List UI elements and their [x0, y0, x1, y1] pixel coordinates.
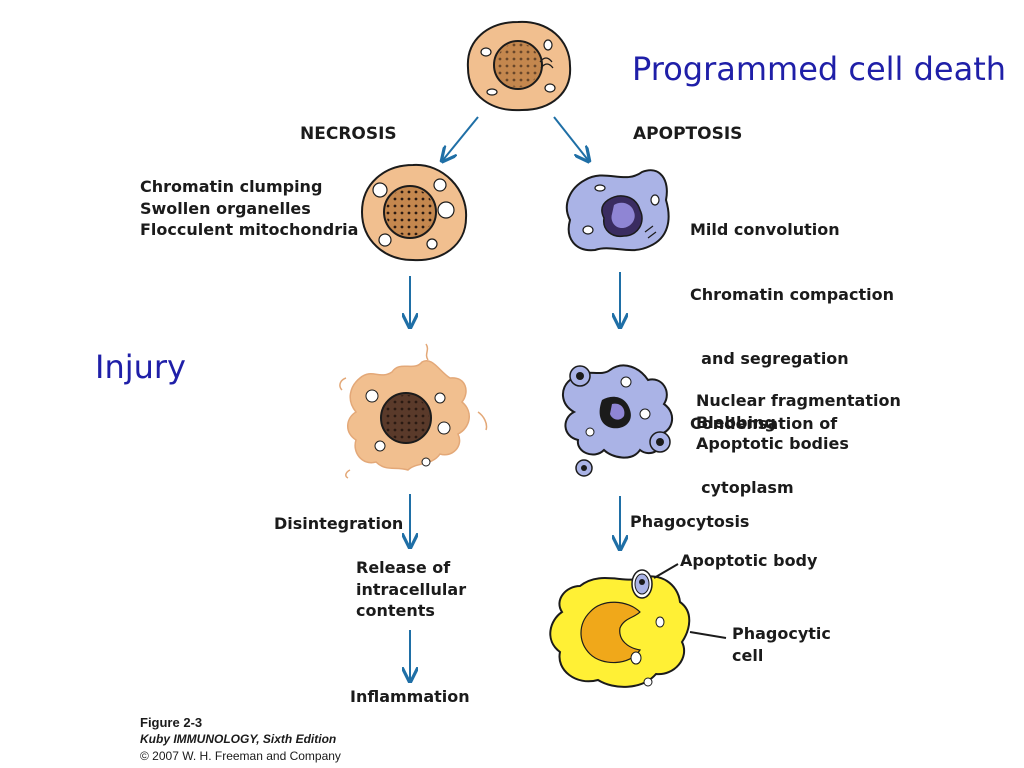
phagocytic-cell-leader — [689, 631, 727, 639]
apoptosis-stage2-features: Nuclear fragmentation Blebbing Apoptotic… — [696, 390, 901, 455]
necrosis-features: Chromatin clumping Swollen organelles Fl… — [140, 176, 358, 241]
apoptosis-feature-3: Condensation of — [690, 413, 838, 433]
necrosis-feature-3: Flocculent mitochondria — [140, 220, 359, 239]
apoptosis-feature-3b: cytoplasm — [690, 478, 794, 497]
phagocytic-cell-label: Phagocytic cell — [732, 623, 831, 666]
apoptosis-stage2-feature-2: Blebbing — [696, 412, 776, 432]
apoptosis-feature-2b: and segregation — [690, 349, 849, 368]
apoptosis-stage2-feature-3: Apoptotic bodies — [696, 434, 849, 453]
release-line-1: Release of — [356, 558, 451, 577]
release-line-3: contents — [356, 601, 435, 620]
necrosis-feature-1: Chromatin clumping — [140, 177, 323, 196]
apoptosis-feature-2: Chromatin compaction — [690, 284, 894, 304]
disintegration-label: Disintegration — [274, 514, 404, 533]
blebbing-apoptotic-cell-icon — [562, 364, 674, 477]
engulfed-apoptotic-body-icon — [631, 569, 653, 599]
convoluted-apoptotic-cell-icon — [565, 169, 670, 252]
figure-number: Figure 2-3 — [140, 715, 203, 730]
normal-cell-icon — [466, 20, 572, 112]
injury-label: Injury — [95, 348, 186, 386]
book-title: Kuby IMMUNOLOGY, Sixth Edition — [140, 732, 337, 746]
figure-caption: Figure 2-3 Kuby IMMUNOLOGY, Sixth Editio… — [140, 714, 341, 765]
arrow-to-apoptosis — [553, 116, 588, 160]
arrow-to-necrosis — [443, 116, 479, 160]
phagocytic-cell-line-1: Phagocytic — [732, 624, 831, 643]
apoptosis-feature-1: Mild convolution — [690, 220, 840, 239]
release-label: Release of intracellular contents — [356, 557, 466, 622]
apoptotic-body-leader — [653, 563, 679, 579]
phagocytic-cell-line-2: cell — [732, 645, 764, 665]
apoptosis-features: Mild convolution Chromatin compaction an… — [690, 176, 894, 520]
necrosis-heading: NECROSIS — [300, 124, 397, 144]
necrosis-feature-2: Swollen organelles — [140, 198, 311, 218]
slide-title: Programmed cell death — [632, 50, 1007, 88]
swollen-necrotic-cell-icon — [360, 163, 468, 262]
apoptotic-body-label: Apoptotic body — [680, 551, 818, 570]
apoptosis-stage2-feature-1: Nuclear fragmentation — [696, 391, 901, 410]
copyright: © 2007 W. H. Freeman and Company — [140, 749, 341, 763]
disintegrating-cell-icon — [339, 343, 488, 479]
apoptosis-heading: APOPTOSIS — [633, 124, 743, 144]
phagocytosis-label: Phagocytosis — [630, 512, 750, 531]
release-line-2: intracellular — [356, 579, 467, 599]
inflammation-label: Inflammation — [350, 687, 470, 706]
phagocytic-cell-icon — [549, 575, 691, 688]
